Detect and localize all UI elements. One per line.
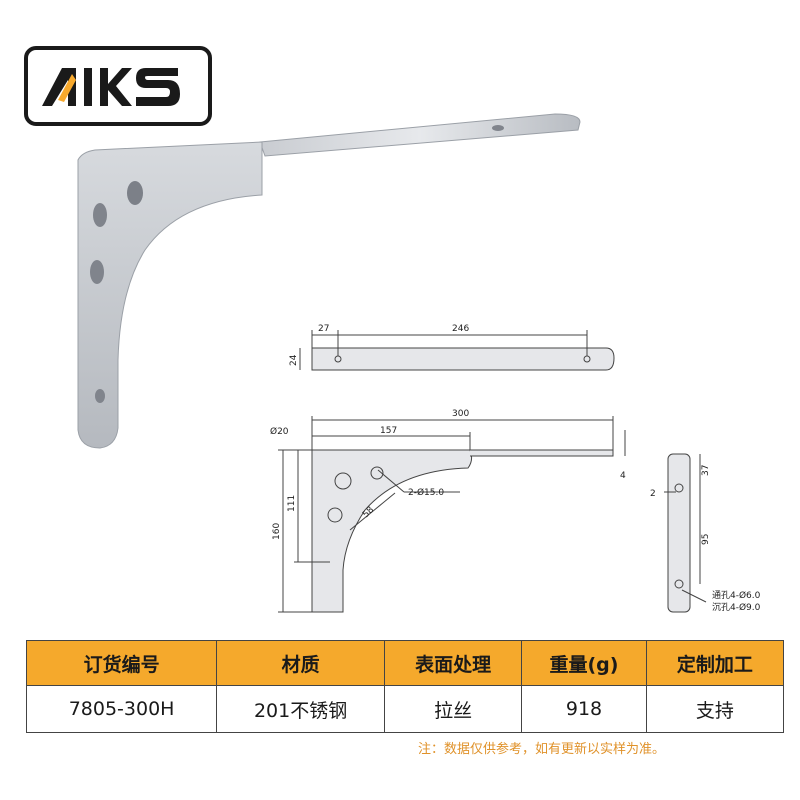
bracket-hole <box>95 389 105 403</box>
logo-accent-stripe <box>58 74 76 102</box>
dim-label: 157 <box>380 426 397 436</box>
dim-label: 4 <box>620 471 626 481</box>
dim-label: 300 <box>452 409 469 419</box>
spec-table: 订货编号 材质 表面处理 重量(g) 定制加工 7805-300H 201不锈钢… <box>25 640 785 733</box>
bracket-hole <box>127 181 143 205</box>
top-view-outline <box>311 347 615 371</box>
dim-label: 160 <box>272 523 282 540</box>
side-view-outline <box>667 453 691 613</box>
logo-letter-s <box>136 68 180 106</box>
technical-drawing: 27 246 24 300 157 Ø20 2-Ø15.0 58 160 111… <box>270 324 761 613</box>
dim-label: 95 <box>701 534 711 545</box>
header-order-number: 订货编号 <box>25 640 218 686</box>
logo-letter-a <box>42 68 76 106</box>
dim-line <box>681 589 707 603</box>
bracket-hole <box>93 203 107 227</box>
logo-mark <box>42 68 180 106</box>
dim-label: 24 <box>289 354 299 366</box>
header-material: 材质 <box>216 640 386 686</box>
dim-label: Ø20 <box>270 426 289 437</box>
side-view-hole <box>674 483 684 493</box>
cell-order-number: 7805-300H <box>25 685 218 733</box>
front-view-hole <box>327 507 343 523</box>
front-view-hole <box>334 472 352 490</box>
front-view-hole <box>370 466 384 480</box>
dim-label: 37 <box>701 465 711 476</box>
front-view-arm <box>470 449 614 457</box>
front-view-outline <box>311 449 473 613</box>
cell-customization: 支持 <box>645 685 785 733</box>
dim-label: 246 <box>452 324 469 334</box>
cell-weight: 918 <box>521 685 647 733</box>
table-header-row: 订货编号 材质 表面处理 重量(g) 定制加工 <box>25 640 785 686</box>
cell-finish: 拉丝 <box>384 685 523 733</box>
bracket-hole <box>492 125 504 131</box>
header-weight: 重量(g) <box>521 640 647 686</box>
bracket-body <box>77 141 263 449</box>
brand-logo <box>24 46 212 126</box>
header-customization: 定制加工 <box>645 640 785 686</box>
header-finish: 表面处理 <box>384 640 523 686</box>
dim-label: 通孔4-Ø6.0 <box>712 590 761 601</box>
dim-label: 沉孔4-Ø9.0 <box>712 602 761 613</box>
disclaimer-note: 注：数据仅供参考，如有更新以实样为准。 <box>418 742 666 757</box>
dim-label: 2-Ø15.0 <box>408 487 444 498</box>
cell-material: 201不锈钢 <box>216 685 386 733</box>
side-view-hole <box>674 579 684 589</box>
bracket-hole <box>90 260 104 284</box>
bracket-top-arm <box>259 113 581 157</box>
dim-label: 2 <box>650 489 656 499</box>
table-row: 7805-300H 201不锈钢 拉丝 918 支持 <box>25 685 785 733</box>
logo-letter-i <box>84 68 92 106</box>
logo-letter-k <box>100 68 132 106</box>
dim-line <box>349 492 396 531</box>
dim-label: 111 <box>287 495 297 512</box>
dim-label: 27 <box>318 324 329 334</box>
dim-line <box>377 469 405 493</box>
